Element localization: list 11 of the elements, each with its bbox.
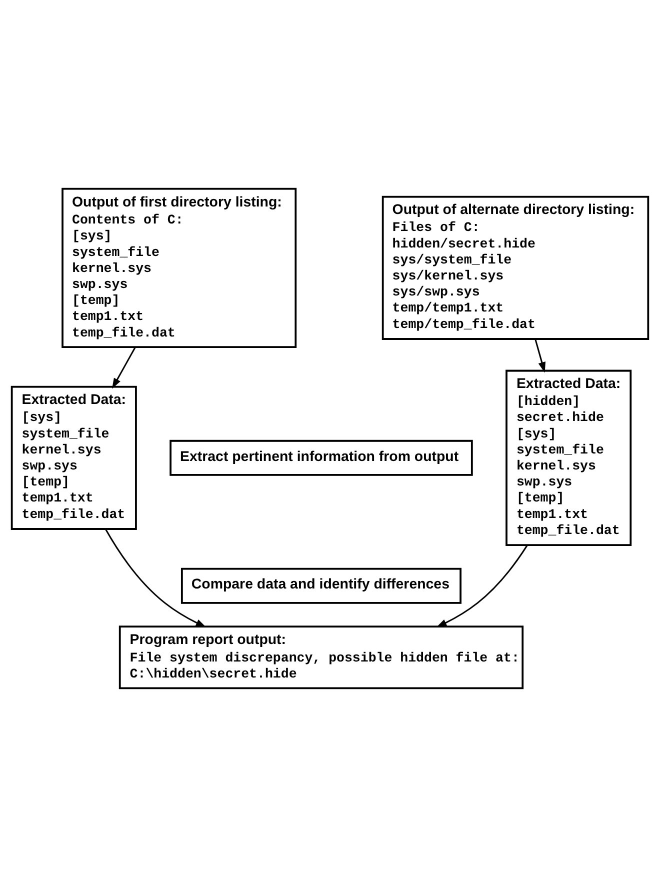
node-box: Output of alternate directory listing: Files of C: hidden/secret.hide sys/system_file sys/kernel.sys sys/swp.sys temp/temp1.txt temp/temp_file.dat <box>382 195 650 340</box>
arrow <box>534 338 546 372</box>
node-box: Output of first directory listing: Contents of C: [sys] system_file kernel.sys swp.sys [temp] temp1.txt temp_file.dat <box>62 187 297 348</box>
node-box: Extract pertinent information from output <box>170 439 473 476</box>
node-box: Program report output: File system discrepancy, possible hidden file at: C:\hidden\secret.hide <box>118 625 524 689</box>
arrow <box>105 528 206 627</box>
node-box: Compare data and identify differences <box>180 567 462 604</box>
node-box: Extracted Data: [sys] system_file kernel.sys swp.sys [temp] temp1.txt temp_file.dat <box>10 385 137 530</box>
node-box: Extracted Data: [hidden] secret.hide [sys] system_file kernel.sys swp.sys [temp] temp1.txt temp_file.dat <box>506 369 632 546</box>
arrow <box>436 544 528 627</box>
arrow <box>112 346 136 388</box>
